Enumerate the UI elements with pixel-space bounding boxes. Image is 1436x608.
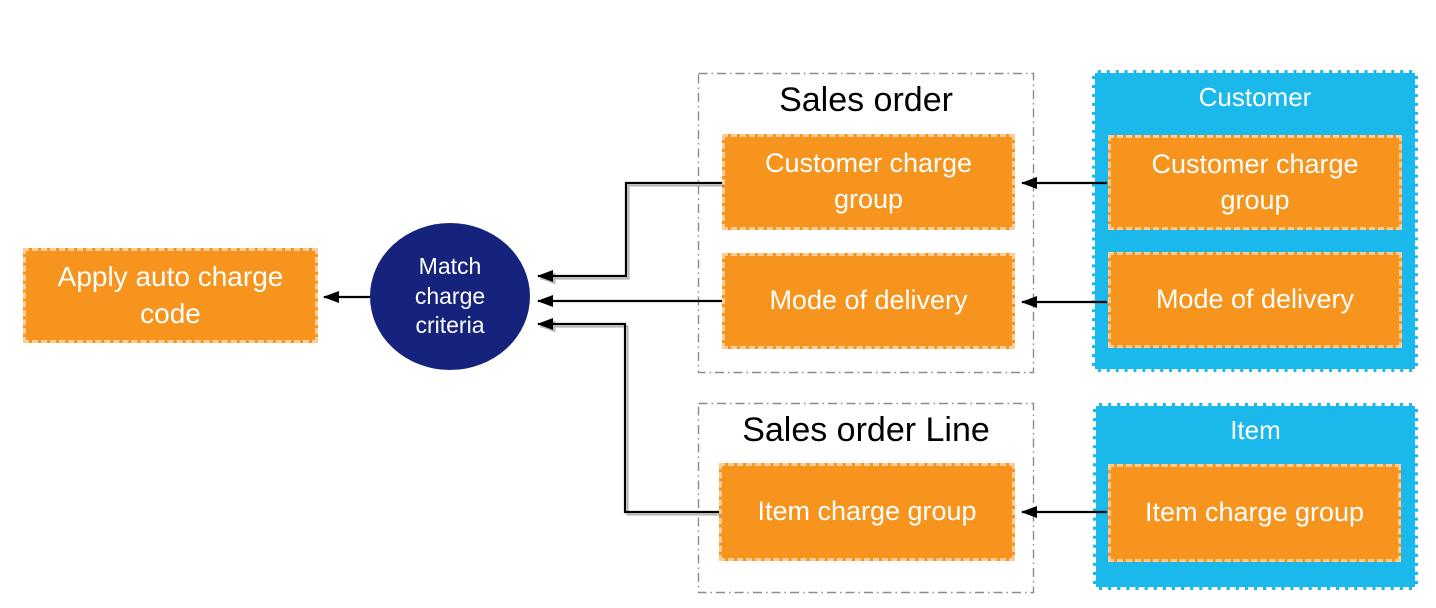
node-label: Match charge criteria: [414, 252, 486, 339]
group-title: Sales order Line: [742, 411, 990, 449]
group-sales-order: Sales order Customer charge group Mode o…: [698, 73, 1034, 373]
arrow-sol-item-charge-group-to-match: [537, 318, 719, 514]
group-title: Item: [1230, 415, 1281, 445]
node-match-charge-criteria[interactable]: Match charge criteria: [370, 223, 530, 370]
node-label: Item charge group: [757, 496, 977, 527]
group-title: Customer: [1198, 82, 1312, 112]
node-item-item-charge-group[interactable]: Item charge group: [1108, 464, 1401, 562]
node-label: Mode of delivery: [769, 285, 968, 316]
node-label: Item charge group: [1144, 497, 1365, 528]
node-label: Customer charge group: [1151, 148, 1359, 215]
node-label: Mode of delivery: [1155, 284, 1355, 315]
node-customer-mode-of-delivery[interactable]: Mode of delivery: [1108, 252, 1402, 348]
group-title: Sales order: [779, 81, 953, 119]
group-sales-order-line: Sales order Line Item charge group: [698, 403, 1034, 593]
node-sales-order-customer-charge-group[interactable]: Customer charge group: [722, 134, 1015, 230]
group-customer: Customer Customer charge group Mode of d…: [1092, 70, 1418, 372]
node-label: Apply auto charge code: [57, 260, 284, 329]
arrow-so-customer-charge-group-to-match: [537, 181, 722, 282]
node-customer-customer-charge-group[interactable]: Customer charge group: [1108, 135, 1402, 230]
node-sales-order-mode-of-delivery[interactable]: Mode of delivery: [722, 253, 1015, 349]
node-label: Customer charge group: [764, 148, 973, 214]
node-apply-auto-charge-code[interactable]: Apply auto charge code: [23, 248, 318, 343]
node-sales-order-line-item-charge-group[interactable]: Item charge group: [719, 463, 1015, 561]
group-item: Item Item charge group: [1093, 403, 1418, 590]
